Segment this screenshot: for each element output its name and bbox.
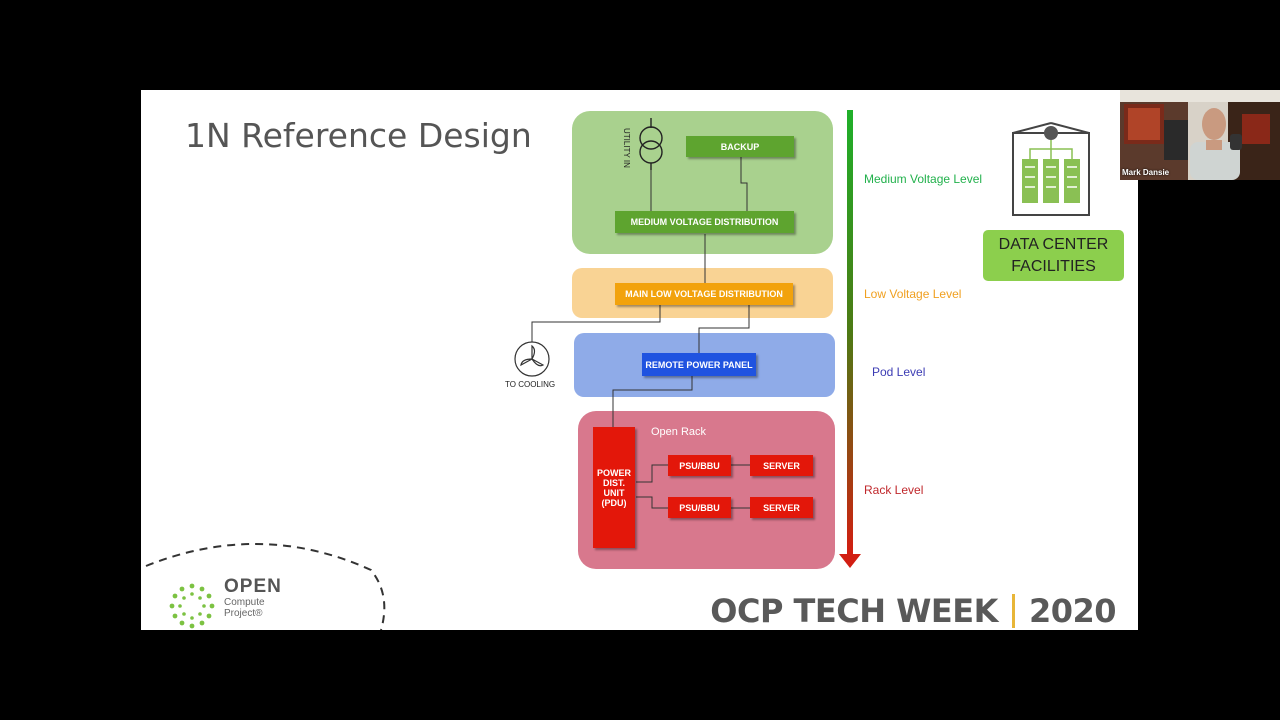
server-box-1: SERVER	[750, 455, 813, 476]
webcam-video-tile[interactable]: Mark Dansie	[1120, 90, 1280, 180]
open-rack-label: Open Rack	[651, 426, 707, 438]
slide-title: 1N Reference Design	[185, 116, 532, 155]
low-voltage-level-label: Low Voltage Level	[864, 287, 962, 301]
pod-level-label: Pod Level	[872, 365, 926, 379]
webcam-video-feed	[1120, 90, 1280, 180]
server-box-2: SERVER	[750, 497, 813, 518]
presentation-slide: 1N Reference Design UT	[141, 90, 1138, 630]
data-center-icon	[1010, 121, 1092, 217]
ocp-logo: OPEN Compute Project®	[166, 576, 306, 630]
remote-power-panel-box: REMOTE POWER PANEL	[642, 353, 756, 376]
ocp-logo-project: Project®	[224, 608, 263, 619]
medium-voltage-distribution-box: MEDIUM VOLTAGE DISTRIBUTION	[615, 211, 794, 233]
event-year: 2020	[1028, 592, 1117, 630]
rack-level-label: Rack Level	[864, 483, 924, 497]
psu-bbu-box-2: PSU/BBU	[668, 497, 731, 518]
pdu-box: POWER DIST. UNIT (PDU)	[593, 427, 635, 548]
psu-bbu-box-1: PSU/BBU	[668, 455, 731, 476]
utility-transformer-icon	[631, 118, 671, 170]
backup-box: BACKUP	[686, 136, 794, 157]
cooling-fan-icon	[513, 340, 551, 378]
voltage-gradient-arrow	[839, 110, 861, 570]
brand-separator	[1011, 594, 1015, 628]
participant-name: Mark Dansie	[1122, 168, 1170, 177]
ocp-tech-week-branding: OCP TECH WEEK 2020	[710, 592, 1116, 630]
ocp-logo-mark-icon	[169, 583, 215, 629]
decorative-dashed-arc	[145, 543, 386, 630]
event-name: OCP TECH WEEK	[710, 592, 998, 630]
ocp-logo-compute: Compute	[224, 597, 265, 608]
wiring-lines	[531, 156, 750, 509]
data-center-facilities-badge: DATA CENTER FACILITIES	[983, 230, 1124, 281]
to-cooling-label: TO COOLING	[505, 380, 556, 389]
main-low-voltage-distribution-box: MAIN LOW VOLTAGE DISTRIBUTION	[615, 283, 793, 305]
medium-voltage-level-label: Medium Voltage Level	[864, 172, 983, 186]
ocp-logo-open: OPEN	[224, 576, 282, 597]
